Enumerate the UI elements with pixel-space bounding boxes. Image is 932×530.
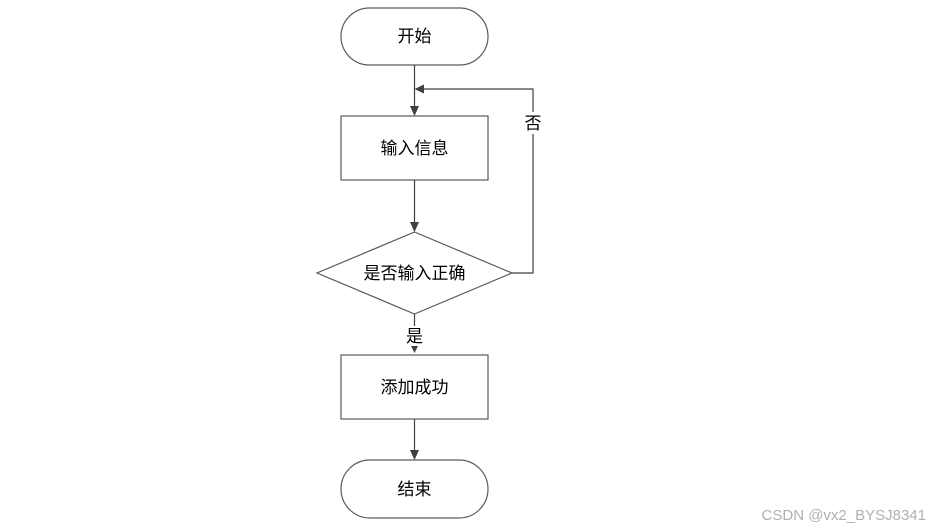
end-node: 结束 [340, 459, 489, 519]
edge-check-no-loop: 否 [414, 84, 544, 274]
check-node: 是否输入正确 [315, 231, 514, 315]
edge-success-to-end [410, 419, 419, 460]
no-label-bg [522, 112, 544, 134]
end-label: 结束 [398, 480, 432, 500]
input-label: 输入信息 [381, 139, 449, 159]
check-label: 是否输入正确 [364, 264, 466, 284]
no-label: 否 [525, 114, 542, 134]
yes-label-bg [403, 326, 426, 346]
start-label: 开始 [398, 27, 432, 47]
edge-check-yes: 是 [403, 314, 426, 353]
input-node: 输入信息 [340, 115, 489, 181]
success-node: 添加成功 [340, 354, 489, 420]
edge-input-to-check [410, 180, 419, 232]
edge-start-to-input [410, 65, 419, 116]
success-label: 添加成功 [381, 378, 449, 398]
start-node: 开始 [340, 7, 489, 66]
yes-label: 是 [406, 327, 423, 347]
watermark: CSDN @vx2_BYSJ8341 [761, 507, 926, 524]
